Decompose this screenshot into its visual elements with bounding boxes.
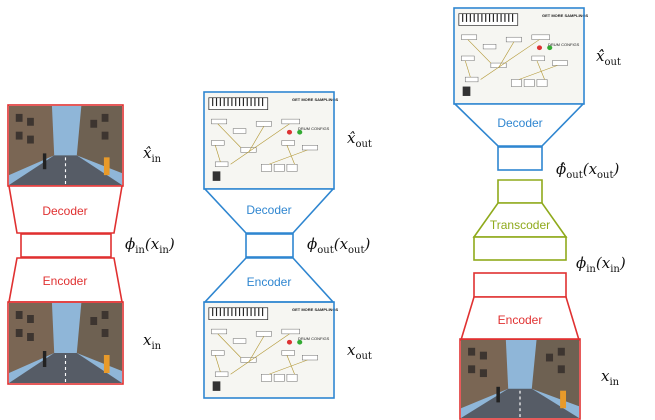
right-output-ui-image bbox=[455, 9, 583, 103]
right-output-panel-title: GET MORE SAMPLINGS bbox=[542, 13, 589, 18]
right-decoder-label: Decoder bbox=[497, 116, 542, 130]
left-output-label: x̂in bbox=[143, 144, 162, 165]
right-output-panel-label: DRUM CONFIGS bbox=[548, 42, 580, 47]
right-input-frame bbox=[459, 338, 581, 420]
right-transcoder-label: Transcoder bbox=[490, 218, 550, 232]
right-encoder-trapezoid bbox=[459, 296, 581, 341]
middle-input-panel-label: DRUM CONFIGS bbox=[298, 336, 330, 341]
left-input-frame bbox=[7, 301, 124, 385]
left-autoencoder: Decoder Encoder x̂in ϕin(xin) xin bbox=[7, 104, 175, 385]
right-encoder-label: Encoder bbox=[498, 313, 543, 327]
right-input-latent-label: ϕin(xin) bbox=[576, 254, 626, 275]
middle-decoder-trapezoid bbox=[203, 188, 335, 234]
left-input-street-image bbox=[9, 303, 122, 383]
right-output-label: x̂̂out bbox=[596, 47, 621, 68]
left-latent-box bbox=[20, 233, 112, 258]
right-transcoder-top bbox=[497, 179, 543, 204]
middle-output-panel-label: DRUM CONFIGS bbox=[298, 126, 330, 131]
middle-output-ui-image bbox=[205, 93, 333, 188]
left-latent-label: ϕin(xin) bbox=[125, 235, 175, 256]
right-transcoder-base bbox=[473, 236, 567, 261]
middle-latent-box bbox=[245, 233, 294, 258]
right-transcoded-latent-label: ϕ̂out(xout) bbox=[556, 160, 620, 181]
middle-latent-label: ϕout(xout) bbox=[307, 235, 371, 256]
right-transcoder-pipeline: GET MORE SAMPLINGS DRUM CONFIGS Decoder … bbox=[453, 7, 626, 420]
right-input-label: xin bbox=[601, 367, 620, 388]
middle-input-frame bbox=[203, 301, 335, 399]
left-decoder-trapezoid bbox=[8, 185, 123, 234]
middle-input-panel-title: GET MORE SAMPLINGS bbox=[292, 307, 339, 312]
middle-output-label: x̂out bbox=[347, 129, 372, 150]
right-decoder-trapezoid bbox=[453, 103, 585, 147]
left-decoder-label: Decoder bbox=[42, 204, 87, 218]
middle-encoder-label: Encoder bbox=[247, 275, 292, 289]
middle-input-ui-image bbox=[205, 303, 333, 398]
right-output-latent-box bbox=[497, 146, 543, 171]
middle-input-label: xout bbox=[347, 341, 372, 362]
right-input-latent-box bbox=[473, 272, 567, 298]
right-input-street-image bbox=[461, 340, 579, 418]
left-output-street-image bbox=[9, 106, 122, 185]
middle-decoder-label: Decoder bbox=[246, 203, 291, 217]
middle-output-panel-title: GET MORE SAMPLINGS bbox=[292, 97, 339, 102]
middle-autoencoder: GET MORE SAMPLINGS DRUM CONFIGS Decoder … bbox=[203, 91, 372, 399]
left-encoder-label: Encoder bbox=[43, 274, 88, 288]
left-input-label: xin bbox=[143, 331, 162, 352]
